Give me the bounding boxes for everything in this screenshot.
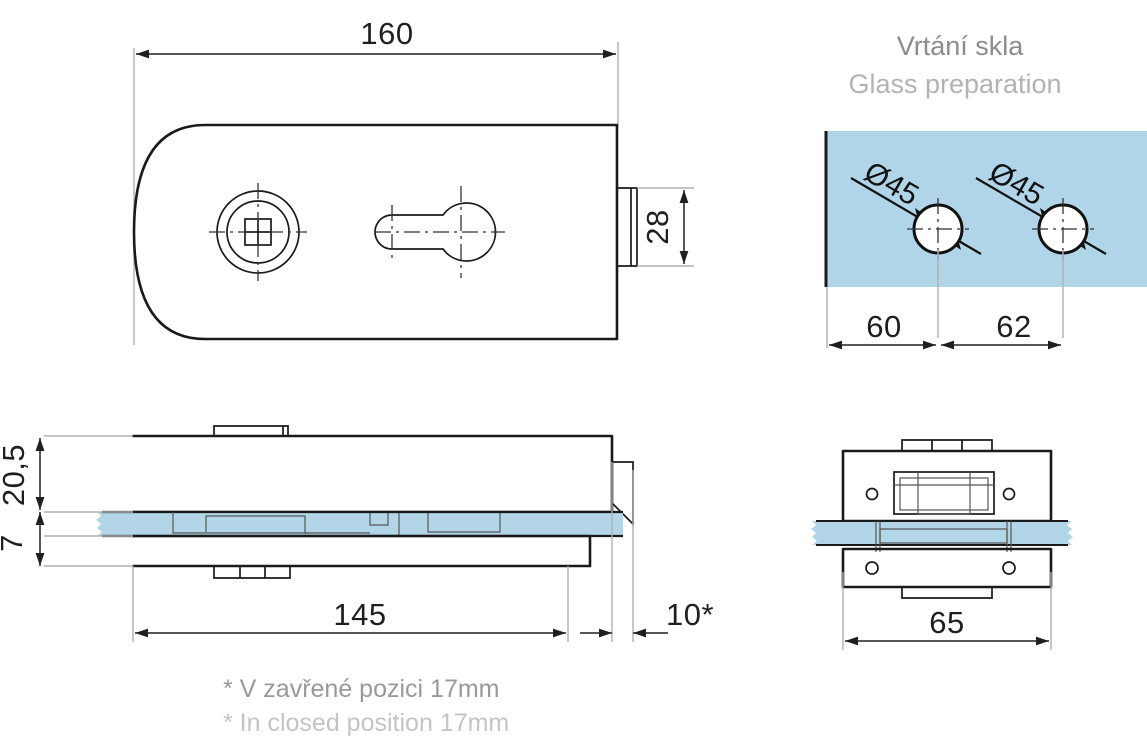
note-czech: * V zavřené pozici 17mm	[223, 675, 500, 703]
side-internal-details	[172, 512, 501, 535]
front-inner-frame-2	[899, 477, 989, 511]
side-view: 20,5 7 145 10*	[0, 425, 714, 642]
front-top-boss	[901, 439, 993, 451]
front-screw-hole-upper-left	[865, 487, 879, 501]
dimension-label-145: 145	[333, 597, 386, 632]
dimension-label-160: 160	[360, 16, 413, 51]
keyhole-feature	[374, 186, 505, 278]
dimension-label-205: 20,5	[0, 444, 31, 506]
side-glass-strip	[96, 512, 623, 536]
drawing-notes: * V zavřené pozici 17mm * In closed posi…	[223, 675, 509, 737]
glass-prep-heading-cz: Vrtání skla	[897, 31, 1025, 61]
top-view-body-outline	[132, 123, 619, 341]
side-bottom-boss	[213, 566, 291, 579]
dimension-label-10: 10*	[666, 597, 714, 632]
dimension-label-60: 60	[866, 309, 901, 344]
dimension-label-28: 28	[640, 209, 675, 244]
side-top-boss	[213, 425, 289, 436]
lock-cylinder-feature	[209, 183, 307, 281]
side-lower-body	[131, 534, 592, 568]
front-bottom-boss	[901, 587, 993, 599]
dimension-label-65: 65	[929, 605, 964, 640]
glass-preparation-view: Vrtání skla Glass preparation	[824, 31, 1147, 350]
dimension-label-7: 7	[0, 534, 29, 552]
front-screw-hole-lower-right	[1002, 561, 1016, 575]
top-view-spigot	[617, 187, 638, 267]
dimension-label-62: 62	[996, 309, 1031, 344]
glass-panel	[825, 131, 1147, 287]
front-lower-housing	[841, 547, 1053, 589]
front-screw-hole-upper-right	[1002, 487, 1016, 501]
front-screw-hole-lower-left	[865, 561, 879, 575]
front-glass-insert	[879, 528, 1008, 544]
hole-right	[1032, 198, 1094, 338]
hole-left	[907, 198, 969, 338]
note-english: * In closed position 17mm	[223, 709, 509, 737]
glass-prep-heading-en: Glass preparation	[848, 69, 1061, 99]
top-view: 160 28	[132, 16, 694, 345]
front-glass-strip	[811, 521, 1073, 545]
front-view: 65	[811, 439, 1073, 650]
